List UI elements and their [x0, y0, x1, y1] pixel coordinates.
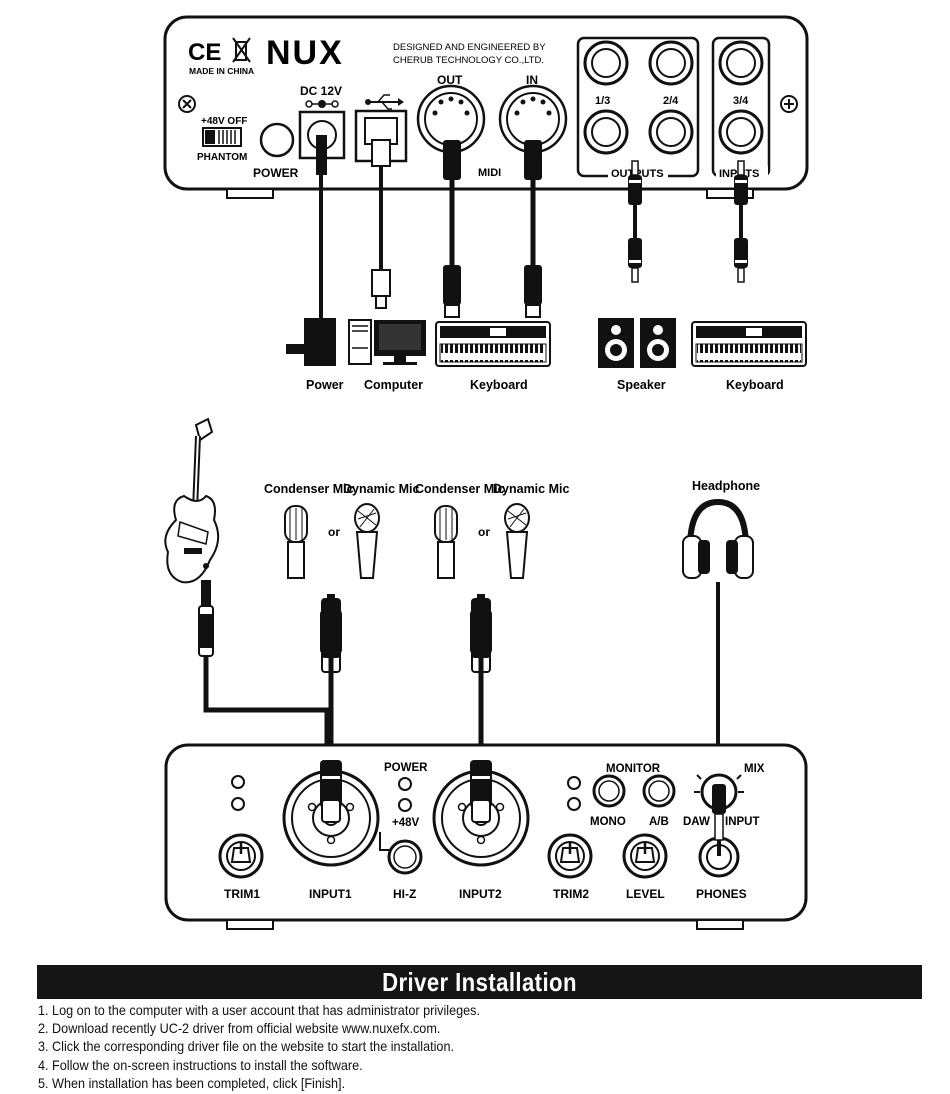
headphone-icon [682, 498, 754, 579]
screw-icon-left [178, 95, 196, 113]
output-2-4-label: 2/4 [663, 95, 679, 107]
condenser-mic-1-label: Condenser Mic [264, 482, 354, 496]
dynamic-mic-1-label: Dynamic Mic [343, 482, 419, 496]
ch2-led-2 [567, 797, 581, 811]
installation-steps: 1. Log on to the computer with a user ac… [38, 1002, 918, 1093]
midi-label: MIDI [478, 167, 501, 179]
mono-label: MONO [590, 816, 626, 828]
headphone-label: Headphone [692, 479, 760, 493]
level-label: LEVEL [626, 887, 665, 901]
maker-line-2: CHERUB TECHNOLOGY CO.,LTD. [393, 55, 544, 66]
dynamic-mic-2-label: Dynamic Mic [493, 482, 569, 496]
midi-out-port[interactable] [416, 84, 486, 154]
trim2-knob[interactable] [547, 833, 593, 879]
output-jack-2[interactable] [648, 40, 694, 86]
level-knob[interactable] [622, 833, 668, 879]
guitar-cable [198, 580, 330, 760]
installation-step: 3. Click the corresponding driver file o… [38, 1039, 455, 1055]
midi-out-label: OUT [437, 73, 463, 87]
phantom-top-label: +48V OFF [201, 116, 247, 127]
power-device-label: Power [306, 378, 344, 392]
phantom-switch[interactable] [202, 127, 242, 147]
dynamic-mic-2-icon [504, 503, 530, 579]
input-jack-3[interactable] [718, 40, 764, 86]
driver-installation-title: Driver Installation [382, 967, 577, 997]
installation-step: 4. Follow the on-screen instructions to … [38, 1057, 363, 1073]
output-jack-3[interactable] [583, 109, 629, 155]
driver-installation-banner: Driver Installation [37, 965, 922, 999]
rear-cables [316, 135, 749, 320]
ch2-led-1 [567, 776, 581, 790]
weee-bin-icon [232, 37, 251, 63]
phones-plug [714, 813, 724, 856]
xlr-cable-2 [469, 593, 493, 760]
front-power-label: POWER [384, 762, 428, 774]
installation-step: 1. Log on to the computer with a user ac… [38, 1003, 481, 1018]
trim2-label: TRIM2 [553, 887, 589, 901]
speaker-icon [598, 318, 676, 368]
made-in-label: MADE IN CHINA [189, 66, 254, 76]
power-button[interactable] [259, 122, 295, 158]
dynamic-mic-1-icon [354, 503, 380, 579]
phones-label: PHONES [696, 887, 747, 901]
usb-symbol-icon [365, 94, 404, 110]
hiz-button[interactable] [387, 839, 423, 875]
input-jack-4[interactable] [718, 109, 764, 155]
computer-icon [348, 319, 426, 365]
speaker-device-label: Speaker [617, 378, 666, 392]
mono-button[interactable] [592, 774, 626, 808]
daw-label: DAW [683, 816, 710, 828]
output-jack-1[interactable] [583, 40, 629, 86]
keyboard-midi-label: Keyboard [470, 378, 528, 392]
xlr-cable-1 [319, 593, 343, 760]
front-panel: TRIM1 INPUT1 POWER +48V HI-Z [164, 743, 808, 930]
output-1-3-label: 1/3 [595, 95, 610, 107]
ab-button[interactable] [642, 774, 676, 808]
phones-plug-body [712, 784, 726, 814]
trim1-knob[interactable] [218, 833, 264, 879]
rear-panel: CE MADE IN CHINA NUX DESIGNED AND ENGINE… [163, 15, 809, 199]
maker-line-1: DESIGNED AND ENGINEERED BY [393, 42, 546, 53]
condenser-mic-2-label: Condenser Mic [415, 482, 505, 496]
input1-plug [320, 760, 342, 823]
power-adapter-icon [286, 318, 336, 366]
screw-icon-right [780, 95, 798, 113]
phantom-bottom-label: PHANTOM [197, 152, 247, 163]
power-label: POWER [253, 166, 299, 180]
input2-label: INPUT2 [459, 887, 502, 901]
mix-label: MIX [744, 763, 765, 775]
output-jack-4[interactable] [648, 109, 694, 155]
dc-label: DC 12V [300, 84, 342, 98]
ch1-led-2 [231, 797, 245, 811]
installation-step: 5. When installation has been completed,… [38, 1075, 346, 1091]
midi-in-label: IN [526, 73, 538, 87]
keyboard-inputs-icon [691, 321, 807, 367]
computer-device-label: Computer [364, 378, 423, 392]
hiz-label: HI-Z [393, 887, 416, 901]
dc-polarity-icon [305, 100, 339, 108]
input1-label: INPUT1 [309, 887, 352, 901]
phantom-led [398, 798, 412, 812]
input-3-4-label: 3/4 [733, 95, 749, 107]
or-label-1: or [328, 525, 340, 539]
ab-label: A/B [649, 816, 669, 828]
condenser-mic-2-icon [434, 505, 458, 579]
front-phantom-label: +48V [392, 817, 420, 829]
guitar-icon [164, 417, 220, 584]
ch1-led-1 [231, 775, 245, 789]
brand-logo: NUX [266, 34, 344, 72]
connection-diagram: CE MADE IN CHINA NUX DESIGNED AND ENGINE… [163, 15, 809, 930]
midi-in-port[interactable] [498, 84, 568, 154]
ce-mark: CE [188, 39, 221, 66]
or-label-2: or [478, 525, 490, 539]
condenser-mic-1-icon [284, 505, 308, 579]
mix-input-label: INPUT [725, 816, 760, 828]
power-led [398, 777, 412, 791]
keyboard-midi-icon [435, 321, 551, 367]
trim1-label: TRIM1 [224, 887, 260, 901]
monitor-label: MONITOR [606, 763, 661, 775]
keyboard-inputs-label: Keyboard [726, 378, 784, 392]
installation-step: 2. Download recently UC-2 driver from of… [38, 1021, 441, 1037]
input2-plug [470, 760, 492, 823]
